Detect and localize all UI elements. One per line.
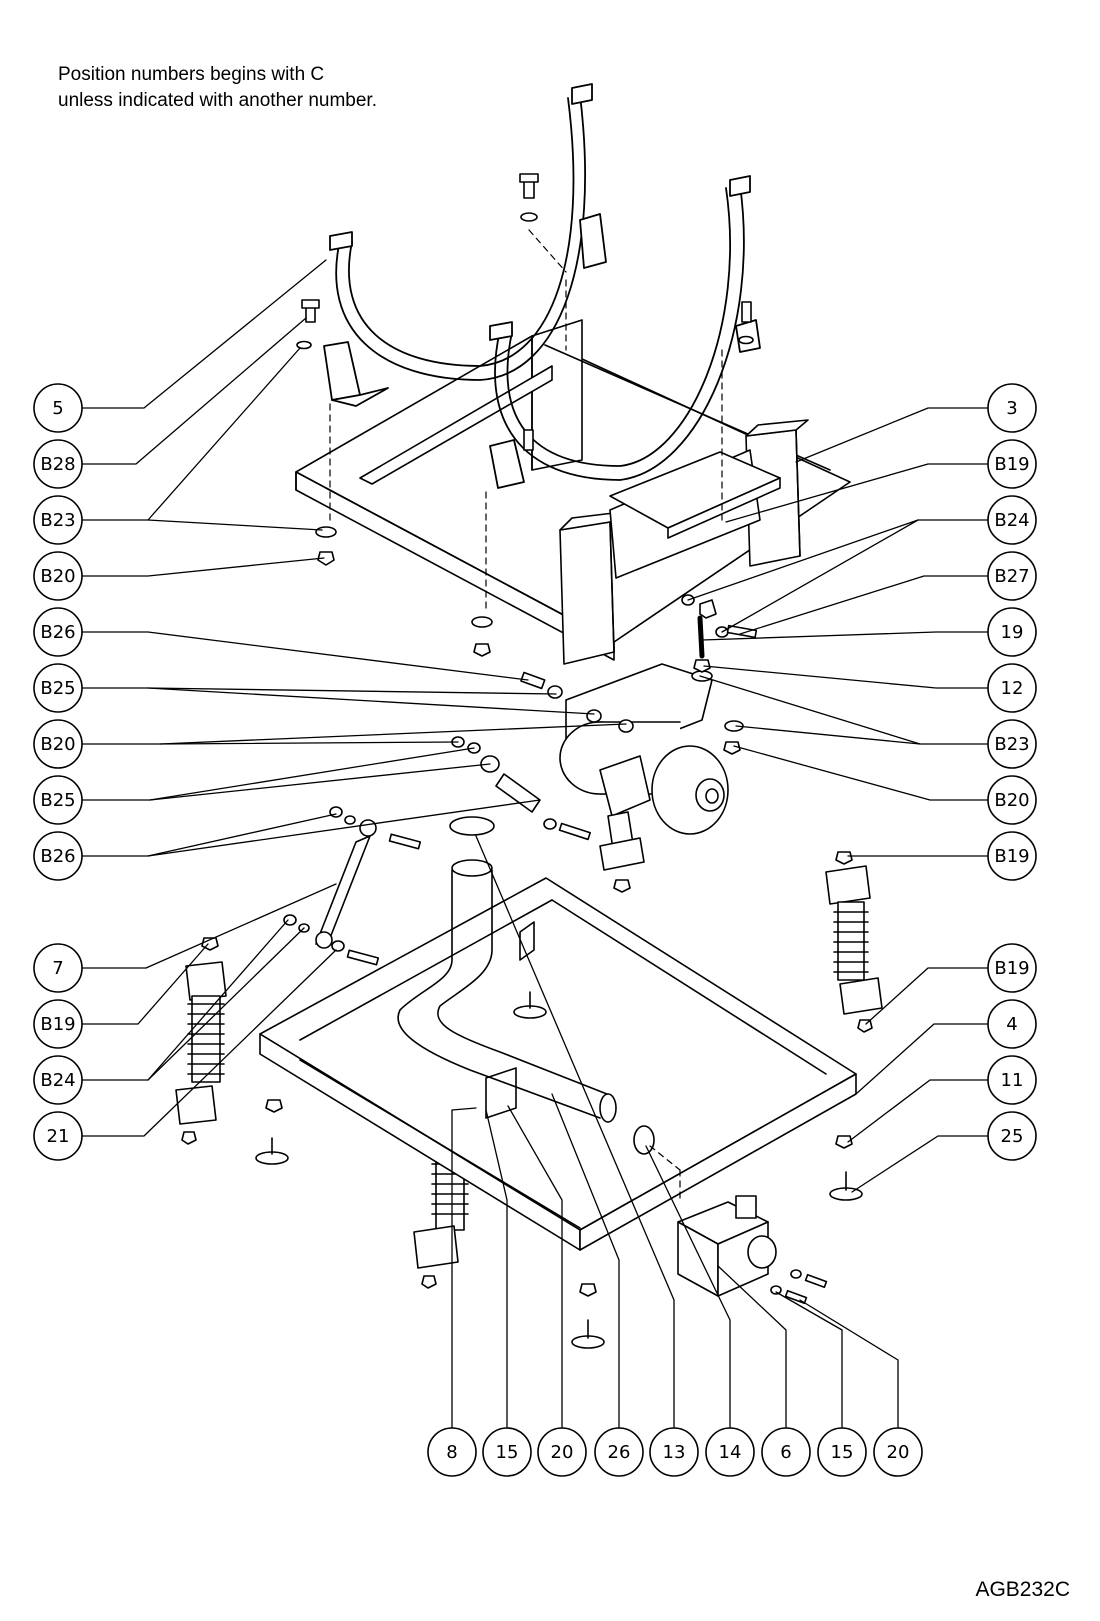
callout-label: B19 (994, 846, 1029, 867)
adjustable-feet (255, 991, 863, 1349)
upper-frame (295, 319, 851, 661)
callout-label: 13 (663, 1442, 686, 1463)
callout-label: 5 (52, 398, 63, 419)
assembly-lines-upper (329, 229, 723, 611)
leader-lines (81, 259, 989, 1429)
callout-label: B25 (40, 678, 75, 699)
callout-label: B27 (994, 566, 1029, 587)
callout-balloon: B25 (33, 775, 83, 825)
motor-assembly (559, 663, 729, 893)
callout-label: B23 (994, 734, 1029, 755)
callout-label: B19 (40, 1014, 75, 1035)
callout-label: 3 (1006, 398, 1017, 419)
shock-absorber (283, 806, 422, 966)
callout-balloon: B19 (33, 999, 83, 1049)
callout-label: 14 (719, 1442, 742, 1463)
callout-balloon: B19 (987, 943, 1037, 993)
callout-balloon: 20 (537, 1427, 587, 1477)
note-line-1: Position numbers begins with C (58, 64, 325, 85)
callout-label: B20 (40, 734, 75, 755)
frame-fasteners (315, 526, 717, 657)
callout-label: B26 (40, 846, 75, 867)
callout-balloon: 7 (33, 943, 83, 993)
callout-balloon: B25 (33, 663, 83, 713)
callout-balloon: 25 (987, 1111, 1037, 1161)
callout-balloon: 5 (33, 383, 83, 433)
callout-label: 11 (1001, 1070, 1024, 1091)
callout-balloon: 6 (761, 1427, 811, 1477)
callouts-bottom: 8 15 20 26 13 14 6 15 20 (427, 1427, 923, 1477)
callout-balloon: 13 (649, 1427, 699, 1477)
callout-balloon: 21 (33, 1111, 83, 1161)
callout-balloon: B23 (987, 719, 1037, 769)
callout-balloon: B24 (33, 1055, 83, 1105)
callout-balloon: 15 (482, 1427, 532, 1477)
callout-label: 15 (496, 1442, 519, 1463)
callout-balloon: 8 (427, 1427, 477, 1477)
callout-label: B24 (40, 1070, 75, 1091)
callout-label: 25 (1001, 1126, 1024, 1147)
callout-balloon: 12 (987, 663, 1037, 713)
callout-balloon: B23 (33, 495, 83, 545)
callout-balloon: B20 (33, 551, 83, 601)
top-bolts (296, 173, 754, 451)
callout-label: B26 (40, 622, 75, 643)
callout-label: B19 (994, 454, 1029, 475)
lower-frame (259, 877, 857, 1251)
callout-balloon: B19 (987, 439, 1037, 489)
callout-balloon: 3 (987, 383, 1037, 433)
callout-label: 7 (52, 958, 63, 979)
callout-label: 21 (47, 1126, 70, 1147)
exhaust-pipe (397, 816, 655, 1155)
callout-label: B25 (40, 790, 75, 811)
callout-label: 8 (446, 1442, 457, 1463)
callout-label: 12 (1001, 678, 1024, 699)
callout-label: 15 (831, 1442, 854, 1463)
callout-label: B24 (994, 510, 1029, 531)
callout-balloon: 14 (705, 1427, 755, 1477)
callout-label: B20 (40, 566, 75, 587)
note-line-2: unless indicated with another number. (58, 90, 377, 111)
callout-balloon: B28 (33, 439, 83, 489)
blower-box (649, 1145, 828, 1305)
callout-balloon: 15 (817, 1427, 867, 1477)
callout-label: 4 (1006, 1014, 1017, 1035)
callout-label: 6 (780, 1442, 791, 1463)
callout-balloon: B24 (987, 495, 1037, 545)
callout-balloon: 11 (987, 1055, 1037, 1105)
callout-label: B19 (994, 958, 1029, 979)
callout-balloon: B20 (987, 775, 1037, 825)
document-id: AGB232C (975, 1578, 1070, 1601)
position-number-note: Position numbers begins with C unless in… (58, 62, 377, 114)
callout-label: 20 (887, 1442, 910, 1463)
callout-label: 19 (1001, 622, 1024, 643)
callout-balloon: 20 (873, 1427, 923, 1477)
callout-balloon: B19 (987, 831, 1037, 881)
callout-balloon: 19 (987, 607, 1037, 657)
callout-label: 20 (551, 1442, 574, 1463)
callout-label: B28 (40, 454, 75, 475)
callout-label: 26 (608, 1442, 631, 1463)
callouts-right: 3 B19 B24 B27 19 12 B23 B20 B19 B19 4 11… (987, 383, 1037, 1161)
callout-label: B20 (994, 790, 1029, 811)
callouts-left: 5 B28 B23 B20 B26 B25 B20 B25 B26 7 B19 … (33, 383, 83, 1161)
callout-balloon: B20 (33, 719, 83, 769)
callout-balloon: 4 (987, 999, 1037, 1049)
callout-balloon: B26 (33, 831, 83, 881)
callout-balloon: B26 (33, 607, 83, 657)
cradle-hoops (323, 83, 761, 489)
callout-balloon: 26 (594, 1427, 644, 1477)
callout-label: B23 (40, 510, 75, 531)
upper-frame-column (559, 419, 809, 665)
callout-balloon: B27 (987, 551, 1037, 601)
